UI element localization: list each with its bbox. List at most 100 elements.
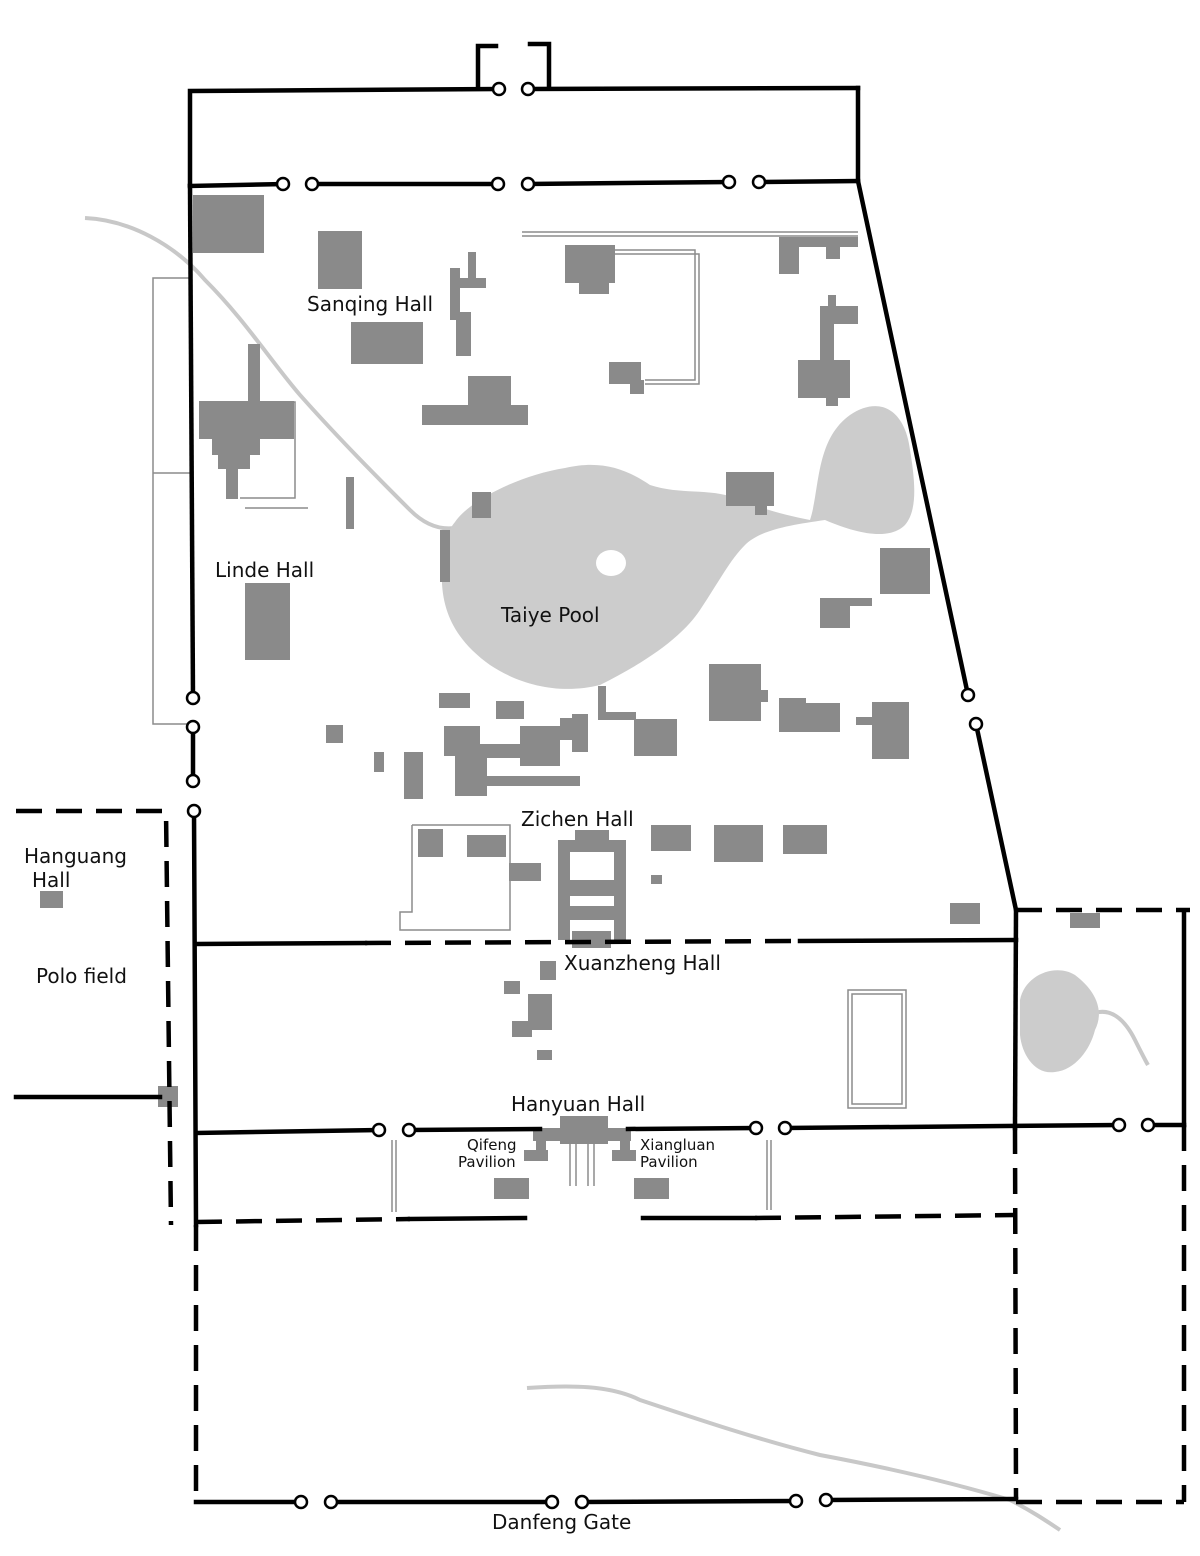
inner-north-wall-c <box>525 179 732 187</box>
building <box>630 380 644 394</box>
building <box>520 726 560 766</box>
xuanzheng-wall-west <box>193 940 368 947</box>
east-wall-upper <box>855 178 971 698</box>
building <box>199 401 294 439</box>
gate-marker <box>721 174 737 190</box>
label-qifeng-pavilion-line1: Qifeng <box>467 1136 517 1154</box>
dashed-walls <box>16 808 1190 1505</box>
hanyuan-wall-east <box>782 1122 1121 1131</box>
front-wall-dashed-w <box>195 1216 411 1225</box>
building <box>158 1086 178 1107</box>
stream-east <box>1089 1009 1150 1067</box>
gate-marker <box>185 773 201 789</box>
south-wall-c <box>579 1498 799 1505</box>
label-xiangluan-pavilion-line1: Xiangluan <box>640 1136 715 1154</box>
building <box>714 825 763 862</box>
gate-marker <box>1140 1117 1156 1133</box>
building <box>212 437 260 455</box>
gate-marker <box>748 1120 764 1136</box>
south-court-east <box>1012 1127 1019 1500</box>
building <box>440 530 450 582</box>
gate-marker <box>371 1122 387 1138</box>
building <box>1070 913 1100 928</box>
building <box>248 344 260 402</box>
building <box>468 252 476 282</box>
building <box>856 717 872 725</box>
building <box>485 776 580 786</box>
building <box>779 698 806 732</box>
building <box>760 690 768 702</box>
building <box>374 752 384 772</box>
front-wall-dashed-e <box>754 1212 1016 1221</box>
taiye-island <box>596 550 626 576</box>
hanyuan-wall-west <box>193 1127 381 1136</box>
building <box>820 324 834 362</box>
west-annex-outline <box>152 277 190 725</box>
building <box>806 703 840 732</box>
label-qifeng-pavilion-line2: Pavilion <box>458 1153 516 1171</box>
gate-marker <box>777 1120 793 1136</box>
label-hanyuan-hall: Hanyuan Hall <box>511 1092 645 1116</box>
label-polo-field: Polo field <box>36 964 127 988</box>
hanguang-hall-building <box>40 891 63 908</box>
courtyard-outline-ne-2 <box>612 253 700 385</box>
gate-marker <box>520 176 536 192</box>
buildings <box>40 195 1100 1199</box>
building <box>828 295 836 307</box>
building <box>218 453 250 469</box>
building <box>472 492 491 518</box>
gate-marker <box>544 1494 560 1510</box>
label-taiye-pool: Taiye Pool <box>500 603 600 627</box>
building <box>418 829 443 857</box>
inner-north-wall-d <box>756 178 861 185</box>
building <box>450 268 460 320</box>
building <box>467 835 506 857</box>
gate-marker <box>1111 1117 1127 1133</box>
zichen-hall-complex <box>558 840 626 940</box>
building <box>458 278 486 288</box>
building <box>456 312 471 356</box>
building <box>226 467 238 499</box>
building <box>512 1021 532 1037</box>
gate-marker <box>968 716 984 732</box>
label-danfeng-gate: Danfeng Gate <box>492 1510 631 1534</box>
label-hanguang-hall-line2: Hall <box>32 868 70 892</box>
west-wall-lower <box>191 808 199 1228</box>
building <box>533 1128 561 1141</box>
hanyuan-wall-mid-w <box>406 1126 543 1133</box>
building <box>651 825 691 851</box>
gate-marker <box>491 81 507 97</box>
gate-marker <box>323 1494 339 1510</box>
building <box>872 702 909 759</box>
hanyuan-hall-building <box>560 1116 608 1144</box>
label-xuanzheng-hall: Xuanzheng Hall <box>564 951 721 975</box>
building <box>579 280 609 294</box>
gate-marker <box>751 174 767 190</box>
building <box>455 752 487 796</box>
building <box>598 686 606 716</box>
stream-south <box>526 1384 1062 1532</box>
building <box>620 1138 630 1154</box>
front-wall-w <box>407 1215 528 1222</box>
label-hanguang-hall-line1: Hanguang <box>24 844 127 868</box>
xuanzheng-wall-dashed <box>364 938 801 946</box>
building <box>326 725 343 743</box>
building <box>509 863 541 881</box>
building <box>572 714 588 752</box>
label-zichen-hall: Zichen Hall <box>521 807 634 831</box>
label-xiangluan-pavilion-line2: Pavilion <box>640 1153 698 1171</box>
hanguang-enclosure <box>16 808 174 1226</box>
building <box>565 245 615 283</box>
building <box>651 875 662 884</box>
building <box>346 477 354 529</box>
gate-marker <box>520 81 536 97</box>
building <box>798 360 850 398</box>
label-sanqing-hall: Sanqing Hall <box>307 292 433 316</box>
building <box>755 505 767 515</box>
qifeng-pavilion-building <box>524 1150 548 1161</box>
building <box>950 903 980 924</box>
building <box>478 744 520 758</box>
label-linde-hall: Linde Hall <box>215 558 314 582</box>
eastern-court-outline <box>847 989 907 1109</box>
building <box>540 961 556 980</box>
